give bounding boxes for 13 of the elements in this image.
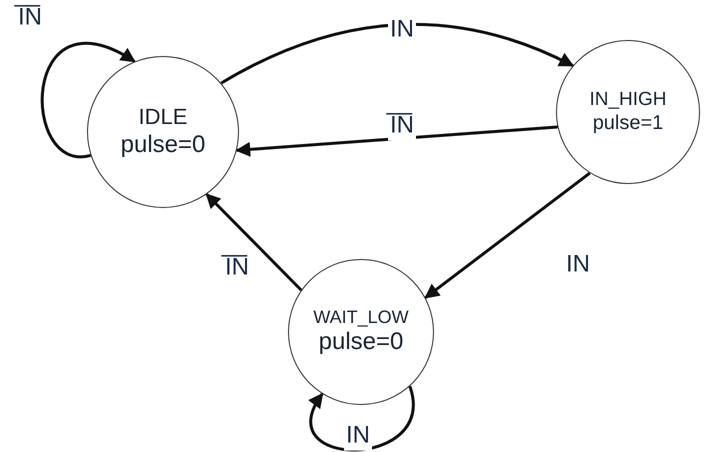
- edge-label: I̅N̅: [388, 112, 416, 140]
- transition-arrow: [235, 125, 558, 157]
- state-output: pulse=0: [120, 130, 206, 160]
- state-output: pulse=1: [592, 111, 664, 136]
- self-loop-arrow: [309, 386, 415, 452]
- transition-arrow: [220, 23, 574, 84]
- self-loop-arrow: [40, 42, 136, 158]
- state-name: IDLE: [138, 104, 188, 131]
- transition-arrow: [206, 193, 302, 292]
- state-output: pulse=0: [318, 328, 404, 358]
- state-name: WAIT_LOW: [313, 306, 409, 328]
- state-name: IN_HIGH: [589, 88, 667, 112]
- transition-arrow: [424, 172, 591, 299]
